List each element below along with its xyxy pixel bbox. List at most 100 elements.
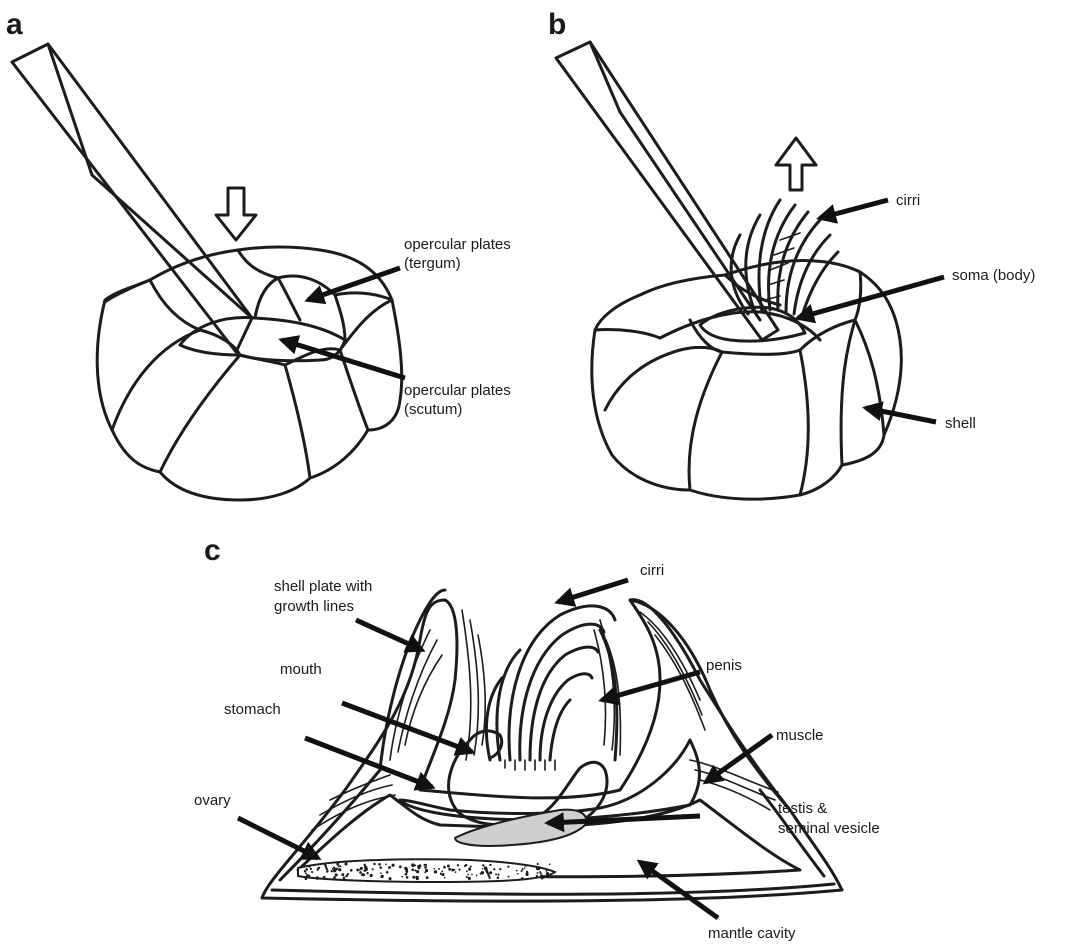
ovary-dot <box>370 874 373 877</box>
down-arrow-icon <box>216 188 256 240</box>
ovary-dot <box>467 874 469 876</box>
panel-c: c <box>194 534 880 942</box>
tweezers-a <box>12 44 252 352</box>
ovary-dot <box>499 868 501 870</box>
ovary-dot <box>308 866 310 868</box>
ovary-dot <box>497 876 500 879</box>
ovary-dot <box>379 866 382 869</box>
ovary-dot <box>524 867 526 869</box>
ovary-dot <box>540 872 542 874</box>
label-opercular-scutum-1: opercular plates <box>404 382 511 399</box>
ovary-dot <box>347 873 349 875</box>
panel-letter-b: b <box>548 8 566 41</box>
ovary-dot <box>411 868 414 871</box>
arrow-soma <box>798 277 944 318</box>
ovary-dot <box>333 867 335 869</box>
ovary-dot <box>417 866 420 869</box>
label-penis: penis <box>706 657 742 674</box>
ovary-dot <box>305 872 307 874</box>
ovary-dot <box>444 877 446 879</box>
ovary-dot <box>360 867 362 869</box>
ovary-dot <box>362 873 365 876</box>
ovary-dot <box>434 870 437 873</box>
panel-letter-a: a <box>6 8 23 41</box>
ovary-dot <box>310 868 312 870</box>
ovary-dot <box>468 868 471 871</box>
arrow-cirri-b <box>820 200 888 218</box>
ovary-dot <box>318 867 321 870</box>
ovary-dot <box>341 873 344 876</box>
ovary-dot <box>517 873 519 875</box>
label-muscle: muscle <box>776 727 824 744</box>
ovary-dot <box>305 868 308 871</box>
ovary-dot <box>343 876 346 879</box>
label-opercular-tergum-2: (tergum) <box>404 255 461 272</box>
ovary-dot <box>486 871 489 874</box>
ovary-dot <box>380 875 383 878</box>
ovary-dot <box>537 863 539 865</box>
ovary-dot <box>380 872 382 874</box>
label-mantle-cavity: mantle cavity <box>708 925 796 942</box>
ovary-dot <box>333 876 336 879</box>
ovary-dot <box>366 872 368 874</box>
ovary-dot <box>454 869 456 871</box>
ovary-dot <box>405 873 408 876</box>
ovary-dot <box>549 863 551 865</box>
ovary-dot <box>414 870 416 872</box>
ovary-dot <box>433 868 435 870</box>
ovary-dot <box>339 865 341 867</box>
label-ovary: ovary <box>194 792 231 809</box>
ovary-dot <box>335 873 338 876</box>
ovary-dot <box>373 863 375 865</box>
label-shell-plate-1: shell plate with <box>274 578 372 595</box>
arrow-mantle-cavity <box>640 862 718 918</box>
ovary-dot <box>541 876 543 878</box>
ovary-dot <box>545 870 547 872</box>
label-testis-1: testis & <box>778 800 827 817</box>
ovary-dot <box>316 876 319 879</box>
label-stomach: stomach <box>224 701 281 718</box>
ovary-dot <box>331 870 333 872</box>
ovary-dot <box>388 877 391 880</box>
arrow-stomach <box>305 738 432 787</box>
ovary-dot <box>350 869 353 872</box>
panel-a: a ope <box>6 8 511 500</box>
label-shell-plate-2: growth lines <box>274 598 354 615</box>
barnacle-shell-b <box>592 260 902 499</box>
ovary-dot <box>547 875 550 878</box>
label-soma: soma (body) <box>952 267 1035 284</box>
ovary-dot <box>464 865 466 867</box>
ovary-dot <box>426 876 429 879</box>
ovary-dot <box>304 870 306 872</box>
ovary-dot <box>338 866 340 868</box>
ovary-dot <box>547 873 549 875</box>
ovary-dot <box>411 863 414 866</box>
ovary-dot <box>498 874 500 876</box>
ovary-dot <box>488 874 491 877</box>
ovary-dot <box>365 867 368 870</box>
ovary-dot <box>392 864 395 867</box>
ovary-dot <box>495 873 497 875</box>
label-opercular-scutum-2: (scutum) <box>404 401 462 418</box>
ovary-dot <box>336 863 339 866</box>
ovary-dot <box>447 865 450 868</box>
ovary-dot <box>405 868 408 871</box>
ovary-dot <box>385 864 387 866</box>
ovary-dot <box>426 869 429 872</box>
ovary-dot <box>489 864 491 866</box>
ovary-dot <box>311 871 313 873</box>
ovary-dot <box>344 862 347 865</box>
ovary-dot <box>536 875 538 877</box>
ovary-dot <box>399 865 402 868</box>
panel-b: b <box>548 8 1035 499</box>
ovary-dot <box>412 876 415 879</box>
ovary-dot <box>482 864 484 866</box>
ovary-dot <box>537 872 539 874</box>
ovary-dot <box>438 868 440 870</box>
ovary-dot <box>327 871 329 873</box>
panel-letter-c: c <box>204 534 221 567</box>
ovary-dot <box>443 866 446 869</box>
label-cirri-b: cirri <box>896 192 920 209</box>
ovary-dot <box>507 866 509 868</box>
